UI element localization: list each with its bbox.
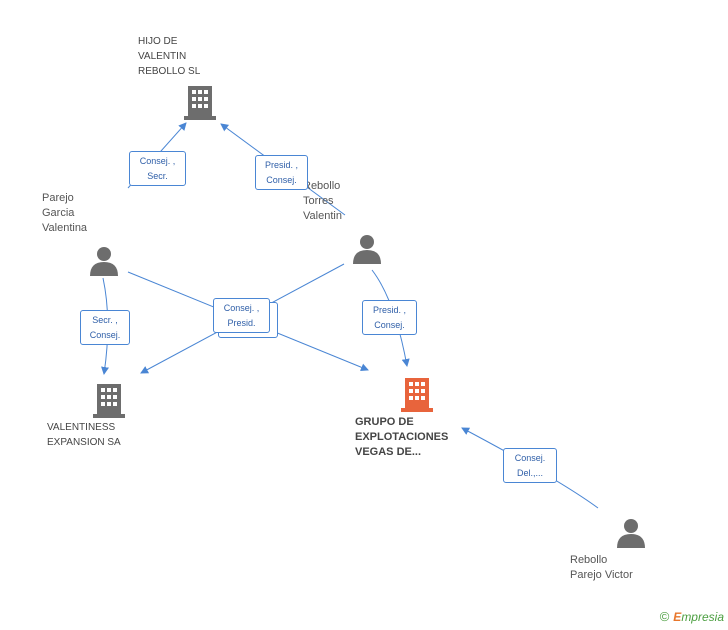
- edge-label-center[interactable]: Consej. , Presid.: [213, 298, 270, 333]
- building-icon[interactable]: [93, 382, 125, 418]
- edge-label-rt-grupo[interactable]: Presid. , Consej.: [362, 300, 417, 335]
- edge-label-pg-val[interactable]: Secr. , Consej.: [80, 310, 130, 345]
- brand-logo-initial: E: [673, 610, 682, 624]
- footer-brand: ©Empresia: [660, 609, 724, 624]
- node-label-parejo-garcia: Parejo Garcia Valentina: [42, 192, 88, 234]
- edge-label-rt-hijo[interactable]: Presid. , Consej.: [255, 155, 308, 190]
- copyright-symbol: ©: [659, 609, 670, 624]
- node-label-hijo: HIJO DE VALENTIN REBOLLO SL: [138, 36, 201, 77]
- node-label-grupo: GRUPO DE EXPLOTACIONES VEGAS DE...: [355, 416, 449, 458]
- node-label-rebollo-parejo: Rebollo Parejo Victor: [570, 554, 633, 581]
- person-icon[interactable]: [90, 246, 118, 276]
- edge-label-pg-hijo[interactable]: Consej. , Secr.: [129, 151, 186, 186]
- brand-logo-text: mpresia: [681, 610, 724, 624]
- edge-label-rp-grupo[interactable]: Consej. Del.,...: [503, 448, 557, 483]
- node-label-rebollo-torres: Rebollo Torres Valentin: [303, 180, 342, 222]
- node-label-valentiness: VALENTINESS EXPANSION SA: [47, 422, 121, 448]
- building-icon[interactable]: [184, 84, 216, 120]
- building-icon-focus[interactable]: [401, 376, 433, 412]
- person-icon[interactable]: [617, 518, 645, 548]
- person-icon[interactable]: [353, 234, 381, 264]
